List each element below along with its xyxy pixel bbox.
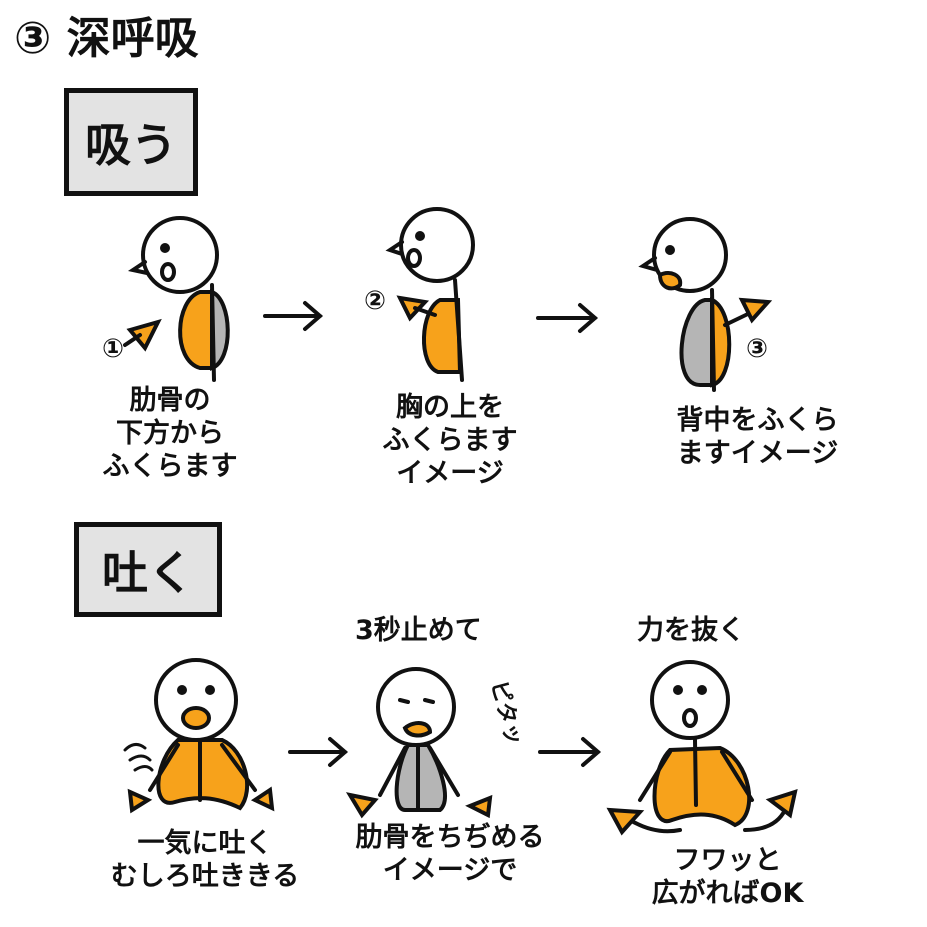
figure-inhale-chest [385, 207, 475, 382]
figure-exhale-relax [606, 660, 798, 836]
figure-inhale-lower-ribs [123, 216, 230, 382]
arrow-right-icon [263, 301, 324, 331]
step-marker-3: ③ [746, 334, 769, 364]
exhale-label: 吐く [102, 545, 194, 600]
page-title: ③ 深呼吸 [14, 13, 199, 64]
arrow-right-icon [538, 737, 602, 767]
heading-relax: 力を抜く [637, 615, 745, 646]
caption-exhale-3: フワッと 広がればOK [651, 845, 804, 909]
caption-exhale-1: 一気に吐く むしろ吐ききる [110, 828, 300, 892]
heading-hold: 3秒止めて [355, 615, 482, 646]
step-marker-2: ② [364, 286, 387, 316]
caption-exhale-2: 肋骨をちぢめる イメージで [355, 822, 545, 886]
arrow-right-icon [536, 303, 599, 333]
figure-inhale-back [638, 217, 773, 392]
figure-exhale-all [123, 658, 275, 814]
inhale-label-box: 吸う [64, 88, 198, 196]
figure-exhale-hold [345, 667, 493, 819]
caption-inhale-3: 背中をふくら ますイメージ [676, 405, 839, 469]
exhale-label-box: 吐く [74, 522, 222, 617]
arrow-triangle [126, 318, 162, 352]
inhale-label: 吸う [85, 118, 177, 172]
step-marker-1: ① [102, 334, 125, 364]
caption-inhale-2: 胸の上を ふくらます イメージ [382, 392, 518, 489]
caption-inhale-1: 肋骨の 下方から ふくらます [102, 385, 238, 482]
arrow-right-icon [288, 737, 349, 767]
